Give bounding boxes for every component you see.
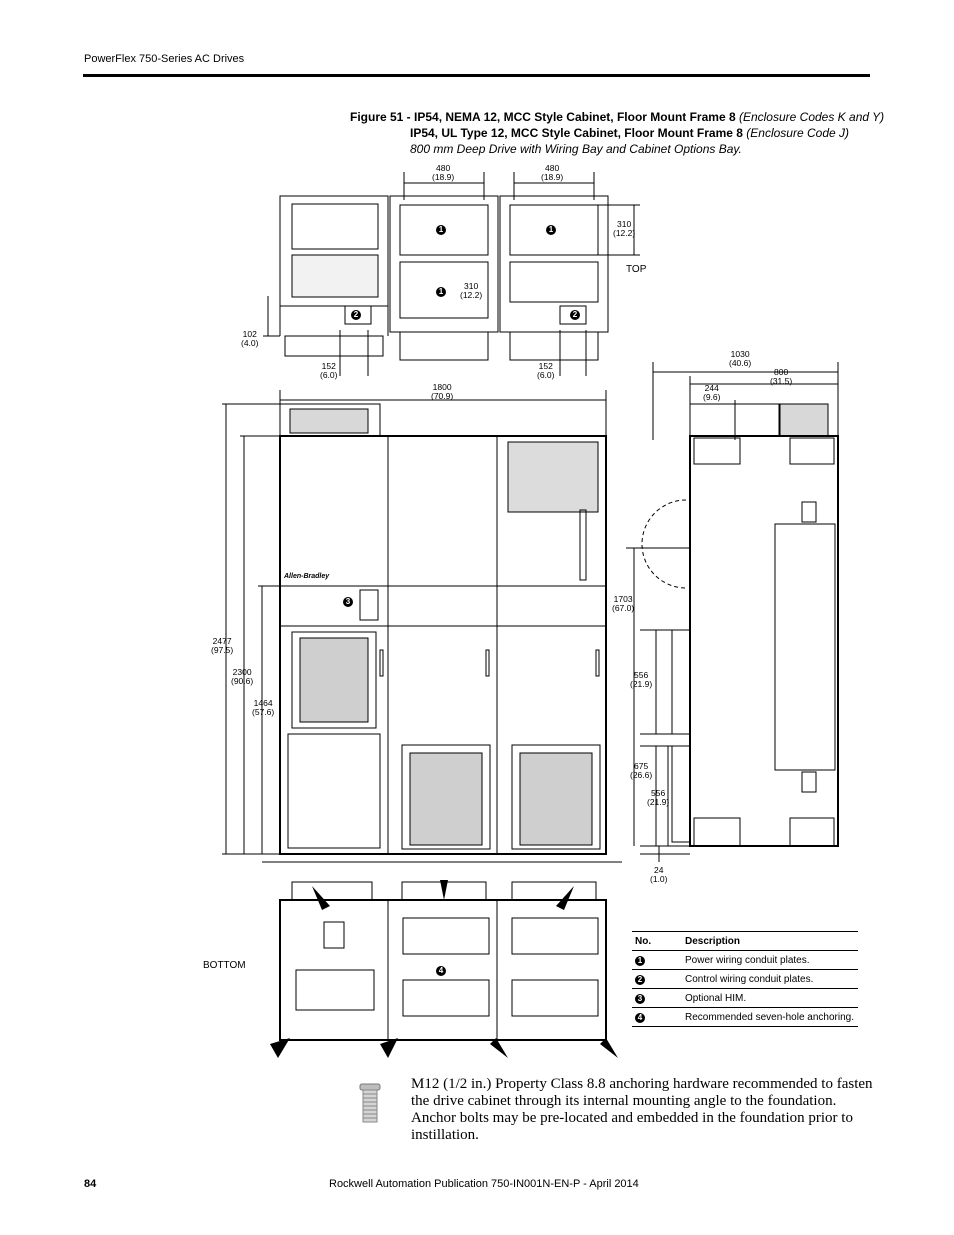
legend-col-no: No. [632,931,682,951]
front-view [279,403,607,855]
header-rule [83,74,870,77]
legend-row: 2 Control wiring conduit plates. [632,969,858,989]
legend-description: Recommended seven-hole anchoring. [682,1007,858,1027]
legend-header-row: No. Description [632,931,858,951]
dim-556-lower: 556(21.9) [647,788,670,807]
legend-callout-badge: 2 [635,974,645,985]
legend-col-description: Description [682,931,858,951]
dim-152-left: 152(6.0) [320,361,338,380]
dim-152-right: 152(6.0) [537,361,555,380]
legend-description: Power wiring conduit plates. [682,950,858,970]
dim-310-right: 310(12.2) [613,219,636,238]
figure-title-line1: Figure 51 - IP54, NEMA 12, MCC Style Cab… [350,110,885,124]
dim-310-center: 310(12.2) [460,281,483,300]
callout-4-anchoring: 4 [436,966,446,976]
top-view [263,172,640,376]
figure-title-line2: IP54, UL Type 12, MCC Style Cabinet, Flo… [410,126,850,140]
dim-480-right: 480(18.9) [541,163,564,182]
callout-3-him: 3 [343,597,353,607]
bottom-view-label: BOTTOM [203,960,246,971]
callout-2-right: 2 [570,310,580,320]
legend-callout-badge: 3 [635,993,645,1004]
dim-480-left: 480(18.9) [432,163,455,182]
legend-row: 4 Recommended seven-hole anchoring. [632,1007,858,1027]
dim-1703: 1703(67.0) [612,594,635,613]
dim-244: 244(9.6) [703,383,721,402]
callout-1-top-lower: 1 [436,287,446,297]
dim-2300: 2300(90.6) [231,667,254,686]
publication-footer: Rockwell Automation Publication 750-IN00… [329,1178,639,1190]
anchor-bolt-icon [359,1083,381,1123]
bottom-view [279,881,607,1041]
callout-2-left: 2 [351,310,361,320]
dim-24: 24(1.0) [650,865,668,884]
page-number: 84 [84,1178,97,1190]
legend-row: 3 Optional HIM. [632,988,858,1008]
dim-800: 800(31.5) [770,367,793,386]
legend-table: No. Description 1 Power wiring conduit p… [632,931,858,1027]
dim-1800: 1800(70.9) [431,382,454,401]
legend-callout-badge: 4 [635,1012,645,1023]
dim-556-upper: 556(21.9) [630,670,653,689]
legend-row: 1 Power wiring conduit plates. [632,950,858,970]
dim-102: 102(4.0) [241,329,259,348]
dim-1030: 1030(40.6) [729,349,752,368]
front-brand-label: Allen-Bradley [284,573,330,580]
anchoring-note: M12 (1/2 in.) Property Class 8.8 anchori… [411,1076,873,1143]
legend-description: Optional HIM. [682,988,858,1008]
running-header: PowerFlex 750-Series AC Drives [84,53,245,65]
legend-callout-badge: 1 [635,955,645,966]
figure-subtitle: 800 mm Deep Drive with Wiring Bay and Ca… [410,142,742,156]
dim-675: 675(26.6) [630,761,653,780]
side-view [641,403,839,847]
callout-1-top-center: 1 [436,225,446,235]
top-view-label: TOP [626,264,647,275]
legend-description: Control wiring conduit plates. [682,969,858,989]
callout-1-top-right: 1 [546,225,556,235]
dim-2477: 2477(97.5) [211,636,234,655]
dim-1464: 1464(57.6) [252,698,275,717]
